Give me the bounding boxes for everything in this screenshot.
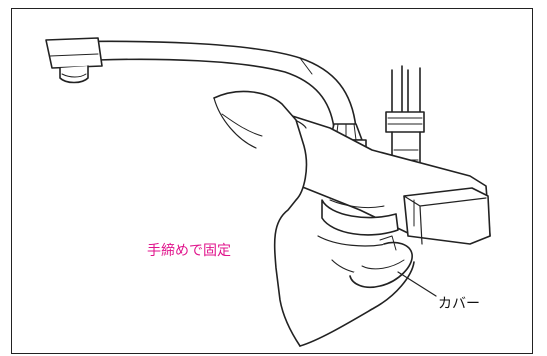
- cover-leader-line: [397, 271, 437, 297]
- lower-cover-ring: [321, 199, 413, 289]
- spout-arm: [57, 40, 357, 129]
- end-cap-box: [403, 187, 491, 245]
- spout-nozzle: [45, 37, 103, 84]
- cover-label: カバー: [438, 296, 480, 312]
- hand: [213, 90, 415, 347]
- hand-tighten-label: 手締めで固定: [147, 243, 231, 259]
